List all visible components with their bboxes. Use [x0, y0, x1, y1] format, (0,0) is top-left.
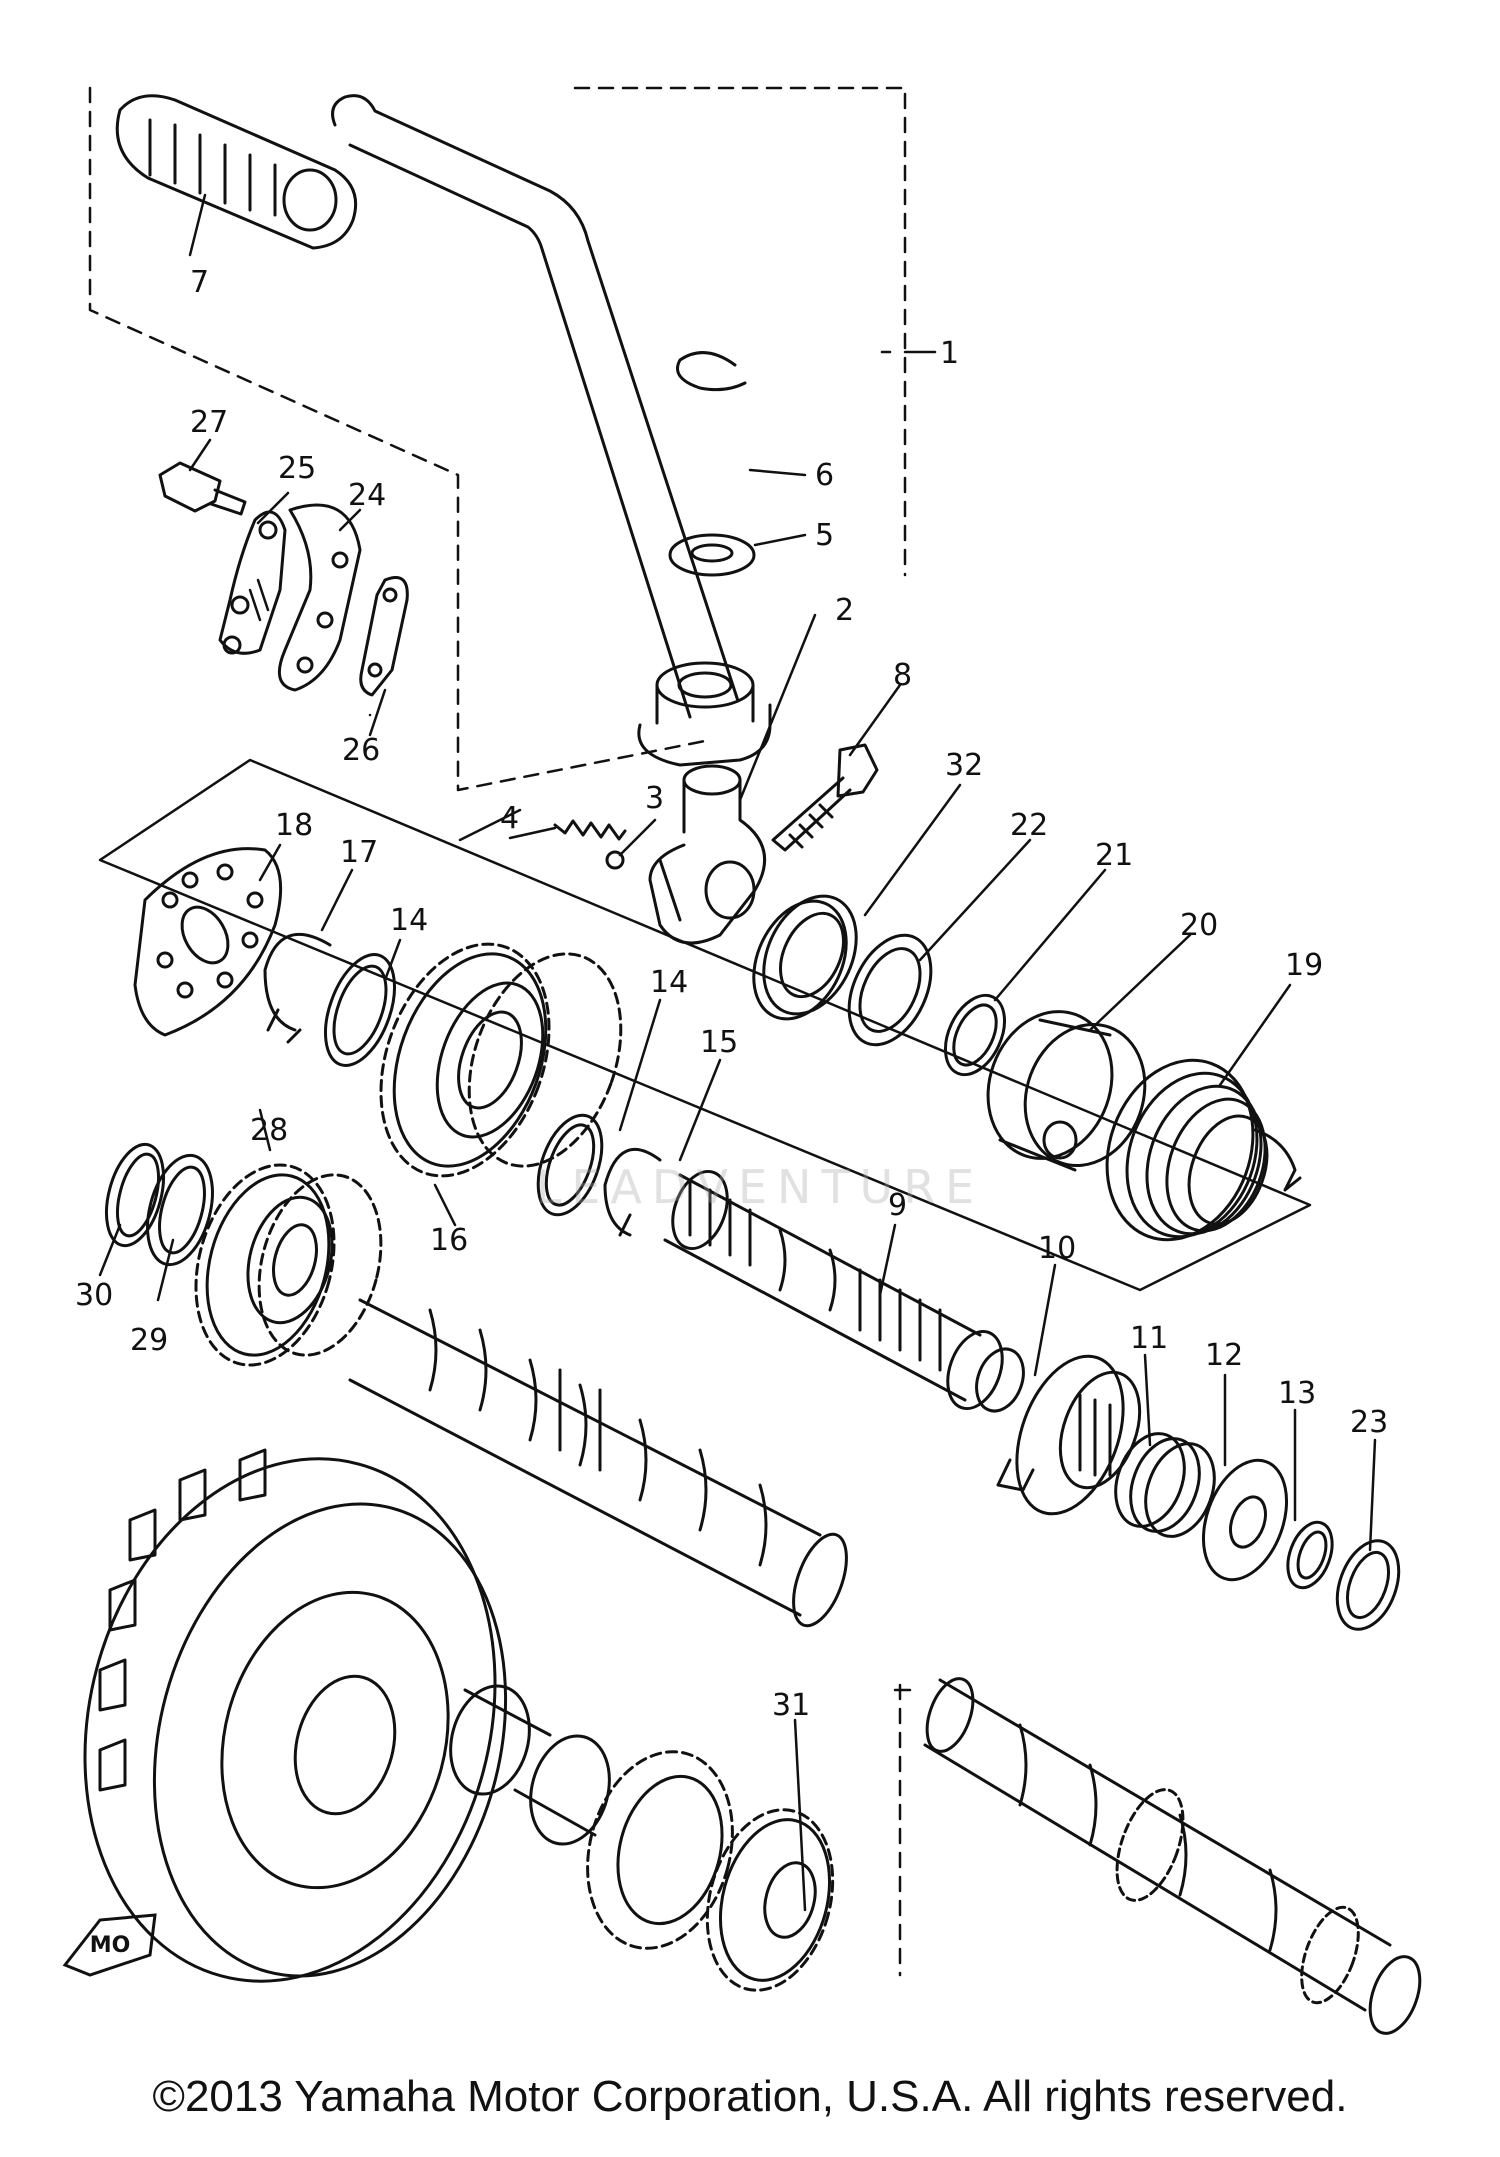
- watermark: LEADVENTURE: [535, 1160, 985, 1214]
- main-shaft: [348, 1298, 848, 1628]
- detent-ball: [605, 850, 625, 870]
- label-part-4: 4: [500, 801, 519, 836]
- kick-crank: [331, 94, 772, 767]
- label-part-25: 25: [278, 451, 316, 486]
- cover-24: [277, 503, 362, 692]
- washer-22: [847, 933, 933, 1047]
- circlip-17: [263, 932, 332, 1044]
- kick-spring: [1105, 1058, 1302, 1242]
- stopper-plate: [133, 847, 283, 1037]
- oil-seal: [752, 894, 858, 1021]
- leader-lines: [98, 193, 1377, 1912]
- circlip-13: [1286, 1520, 1334, 1590]
- label-part-16: 16: [430, 1223, 468, 1258]
- drive-axle: [923, 1677, 1422, 2035]
- washer-29: [146, 1153, 214, 1267]
- washer-14b: [536, 1113, 604, 1217]
- label-part-17: 17: [340, 835, 378, 870]
- label-part-26: 26: [342, 733, 380, 768]
- ratchet-wheel: [996, 1354, 1142, 1516]
- ratchet-spring: [1114, 1432, 1216, 1538]
- group-outline-kick-lever: [88, 86, 907, 792]
- circlip-30: [105, 1142, 165, 1248]
- clutch-housing: [83, 1448, 508, 1983]
- label-part-22: 22: [1010, 808, 1048, 843]
- washer-23: [1335, 1539, 1401, 1631]
- circlip-15: [603, 1148, 662, 1237]
- driven-gear: [705, 1808, 835, 1992]
- kick-axle: [663, 1169, 1025, 1413]
- label-part-9: 9: [888, 1188, 907, 1223]
- clamp-26: [359, 576, 409, 697]
- cover-plate-25: [218, 510, 287, 655]
- label-part-6: 6: [815, 458, 834, 493]
- label-part-31: 31: [772, 1688, 810, 1723]
- spacer-sleeve: [449, 1684, 611, 1846]
- label-part-7: 7: [190, 265, 209, 300]
- label-part-32: 32: [945, 748, 983, 783]
- label-part-13: 13: [1278, 1376, 1316, 1411]
- detent-spring: [553, 819, 627, 841]
- circlip-21: [943, 993, 1007, 1077]
- kick-grip: [115, 94, 358, 250]
- label-part-11: 11: [1130, 1321, 1168, 1356]
- washer-5: [668, 533, 756, 577]
- label-part-1: 1: [940, 336, 959, 371]
- copyright-footer: ©2013 Yamaha Motor Corporation, U.S.A. A…: [152, 2072, 1348, 2121]
- part-number-labels: 7 1 6 5 2 8 32 22 21 20 19 4 3 27 25 24 …: [75, 265, 1388, 1723]
- label-part-3: 3: [645, 781, 664, 816]
- front-arrow-badge: MO: [62, 1913, 157, 1977]
- group-outline-kick-axle: [98, 758, 1312, 1292]
- label-part-15: 15: [700, 1025, 738, 1060]
- label-part-30: 30: [75, 1278, 113, 1313]
- label-part-19: 19: [1285, 948, 1323, 983]
- label-part-21: 21: [1095, 838, 1133, 873]
- label-part-12: 12: [1205, 1338, 1243, 1373]
- badge-text: MO: [90, 1933, 131, 1958]
- kick-boss: [648, 764, 767, 945]
- label-part-20: 20: [1180, 908, 1218, 943]
- label-part-24: 24: [348, 478, 386, 513]
- label-part-18: 18: [275, 808, 313, 843]
- bolt-27: [158, 461, 247, 516]
- idler-gear: [194, 1163, 383, 1367]
- label-part-28: 28: [250, 1113, 288, 1148]
- label-part-14-left: 14: [390, 903, 428, 938]
- label-part-27: 27: [190, 405, 228, 440]
- label-part-29: 29: [130, 1323, 168, 1358]
- washer-14a: [324, 953, 396, 1067]
- kick-gear: [379, 942, 623, 1178]
- label-part-2: 2: [835, 593, 854, 628]
- label-part-5: 5: [815, 518, 834, 553]
- circlip: [676, 351, 747, 392]
- pinch-bolt: [771, 743, 879, 852]
- label-part-8: 8: [893, 658, 912, 693]
- washer-12: [1201, 1458, 1289, 1582]
- label-part-10: 10: [1038, 1231, 1076, 1266]
- label-part-14-right: 14: [650, 965, 688, 1000]
- spring-guide: [986, 1010, 1147, 1172]
- label-part-23: 23: [1350, 1405, 1388, 1440]
